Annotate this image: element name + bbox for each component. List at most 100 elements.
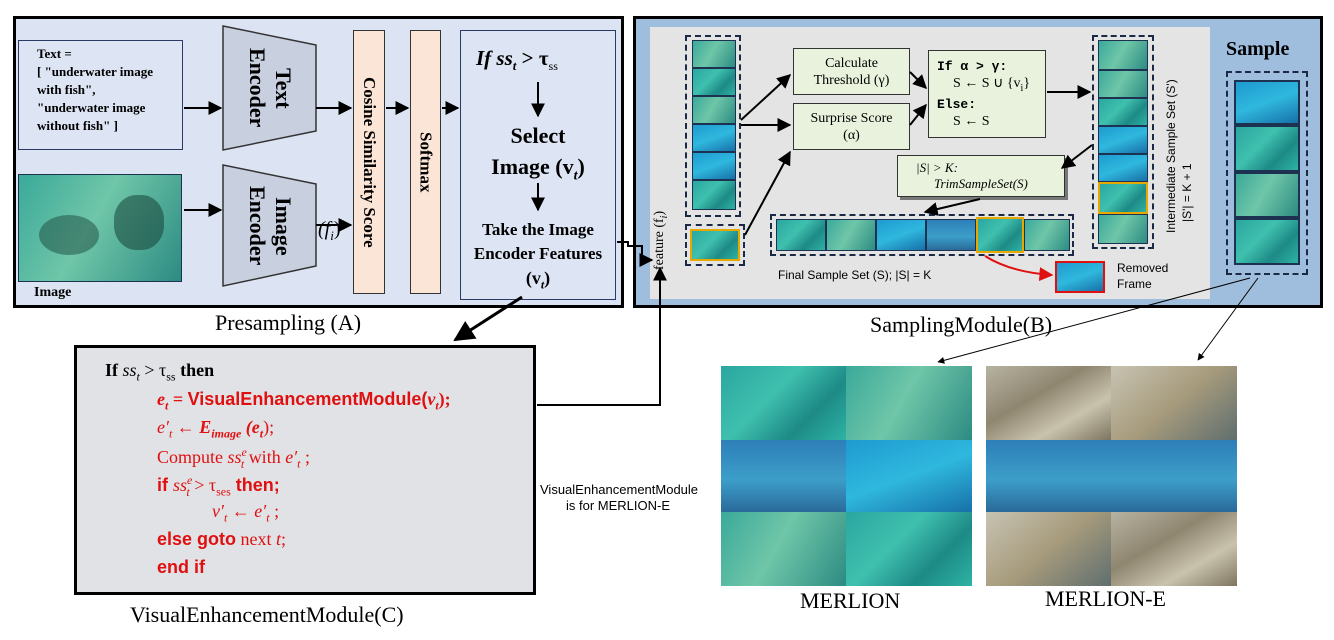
trim-line-1: |S| > K: [916, 160, 958, 175]
code-end-7: ; [281, 529, 287, 549]
assign-line: S ← S [953, 114, 990, 130]
merlion-tile [846, 366, 972, 440]
code-ss-sub: t [136, 369, 140, 384]
code-ss-4-sub: t [240, 456, 245, 471]
selection-box [460, 30, 616, 300]
arrow-sample-to-merlion [937, 277, 1251, 364]
code-fn: VisualEnhancementModule( [187, 389, 428, 409]
current-frame-group [685, 224, 745, 266]
input-image [18, 174, 182, 282]
take-line-2: Encoder Features [473, 244, 603, 263]
input-frame [692, 180, 736, 210]
select-text: Image (v [491, 154, 574, 179]
trim-box: |S| > K: TrimSampleSet(S) [897, 155, 1065, 197]
text-prompt-line: [ "underwater image [37, 64, 154, 79]
code-tau-5: ses [216, 484, 231, 499]
input-frame [692, 124, 736, 152]
text-prompt-line: with fish", [37, 82, 96, 97]
arrow-current-to-surprise [744, 150, 791, 236]
condition-rest: > τ [516, 46, 549, 70]
text-encoder-label: Text Encoder [245, 48, 296, 128]
arrow-sample-to-merlion-e [1197, 277, 1259, 361]
intermediate-frame [1098, 98, 1148, 126]
merlion-e-collage [986, 366, 1237, 586]
merlion-tile [721, 440, 846, 512]
enhancement-caption: VisualEnhancementModule(C) [130, 602, 404, 627]
intermediate-frame-highlighted [1098, 182, 1148, 214]
if-line: If α > γ: [937, 58, 1008, 74]
input-frame [692, 40, 736, 68]
code-if-5: if [157, 475, 173, 495]
sampling-module-caption: SamplingModule(B) [870, 312, 1053, 337]
code-then-5: then; [230, 475, 280, 495]
surprise-line-2: (α) [843, 127, 860, 143]
code-arg-sub: t [435, 398, 439, 413]
code-eq: = [168, 389, 188, 409]
code-e-6: e′ [254, 501, 267, 521]
input-frame [692, 68, 736, 96]
final-frame-highlighted [976, 217, 1024, 253]
merlion-label: MERLION [800, 588, 901, 613]
merlion-e-tile [986, 512, 1111, 586]
features-label: (fi) [318, 218, 341, 243]
select-line-1: Select [510, 123, 566, 148]
code-t: t [276, 529, 282, 549]
code-e: e [157, 389, 165, 409]
select-close: ) [577, 154, 585, 179]
arrow-intermediate-to-trim [1060, 144, 1093, 169]
sample-group [1226, 71, 1308, 275]
calculate-threshold-box: Calculate Threshold (γ) [793, 48, 910, 95]
input-frame [692, 152, 736, 180]
code-ss: ss [122, 360, 137, 380]
code-ss-5-sup: e [187, 473, 193, 487]
surprise-line-1: Surprise Score [810, 110, 893, 126]
code-line-6: v′t ← e′t ; [212, 501, 279, 526]
surprise-score-box: Surprise Score (α) [793, 103, 910, 150]
merlion-e-tile [1111, 440, 1237, 512]
select-line-2: Image (vt) [460, 154, 616, 184]
code-ss-4-sup: e [241, 445, 247, 459]
final-frame [826, 219, 876, 251]
arrow-trim-to-final [923, 198, 981, 216]
image-encoder-label: Image Encoder [245, 186, 296, 266]
presampling-caption: Presampling (A) [215, 310, 362, 335]
softmax-bar: Softmax [410, 30, 441, 294]
code-line-2: et = VisualEnhancementModule(vt); [157, 389, 451, 414]
code-gt: > τ [139, 360, 167, 380]
sample-frame [1234, 172, 1300, 218]
arrow-take-to-sampling [617, 241, 654, 267]
code-arrow: ← [172, 417, 200, 437]
code-else-goto: else goto [157, 529, 237, 549]
code-E: E [199, 417, 212, 437]
removed-label-1: Removed [1117, 261, 1169, 275]
code-arg-3-sub: t [259, 426, 264, 441]
code-compute: Compute [157, 447, 228, 467]
code-v-prime-sub: t [223, 510, 228, 525]
code-line-1: If sst > τss then [105, 360, 214, 385]
code-end-4: ; [300, 447, 310, 467]
intermediate-set-group [1092, 35, 1154, 249]
current-frame [690, 229, 740, 261]
arrow-removed-frame [984, 255, 1054, 282]
code-end-3: ); [263, 417, 275, 437]
intermediate-frame [1098, 40, 1148, 70]
cosine-similarity-bar: Cosine Similarity Score [353, 30, 385, 294]
union-sub: i [1020, 82, 1024, 94]
code-arg-3: (e [241, 417, 260, 437]
softmax-label: Softmax [416, 131, 436, 193]
merlion-tile [846, 512, 972, 586]
condition-tau-sub: ss [548, 59, 558, 74]
take-line-3: (vt) [460, 268, 616, 293]
sample-frame [1234, 125, 1300, 172]
select-sub: t [573, 168, 578, 184]
code-line-5: if sset > τses then; [157, 473, 280, 500]
condition-text: If ss [476, 46, 513, 70]
code-ss-5-sub: t [186, 484, 190, 499]
union-close: } [1023, 75, 1031, 91]
code-line-3: e′t ← Eimage (et); [157, 417, 274, 442]
arrow-enhancement-to-sampling [537, 266, 667, 406]
text-prompt-box: Text = [ "underwater image with fish", "… [18, 40, 183, 150]
code-then: then [175, 360, 215, 380]
